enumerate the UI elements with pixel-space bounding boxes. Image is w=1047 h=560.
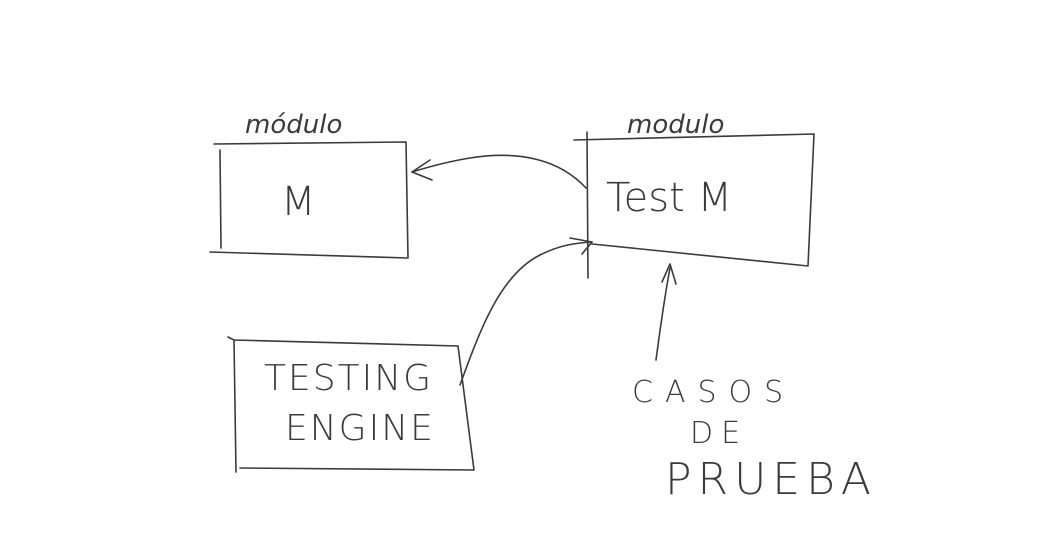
module-test-label: Test M	[606, 175, 732, 221]
cases-label-line3: PRUEBA	[665, 454, 877, 505]
engine-box	[227, 336, 475, 473]
arrow-engine-to-test-head	[569, 237, 593, 255]
module-m-node: módulo M	[209, 110, 409, 259]
cases-label-line2: DE	[690, 416, 748, 451]
arrow-cases-to-test	[655, 263, 677, 361]
arrow-engine-to-test	[459, 237, 593, 386]
engine-label-line2: ENGINE	[285, 408, 435, 449]
arrow-cases-to-test-head	[661, 263, 677, 285]
cases-label-line1: CASOS	[632, 375, 795, 410]
arrow-test-to-module-head	[411, 159, 433, 181]
engine-label-line1: TESTING	[264, 358, 433, 399]
arrow-test-to-module-line	[411, 154, 587, 189]
cases-node: CASOS DE PRUEBA	[632, 375, 877, 505]
module-m-caption: módulo	[245, 110, 342, 140]
engine-node: TESTING ENGINE	[227, 336, 475, 473]
module-test-box	[573, 131, 815, 279]
module-m-box	[209, 141, 409, 259]
arrow-cases-to-test-line	[655, 267, 671, 361]
module-m-label: M	[281, 179, 316, 225]
arrow-engine-to-test-line	[459, 241, 593, 386]
module-test-node: modulo Test M	[573, 110, 815, 279]
arrow-test-to-module	[411, 154, 587, 189]
module-test-caption: modulo	[627, 110, 724, 140]
